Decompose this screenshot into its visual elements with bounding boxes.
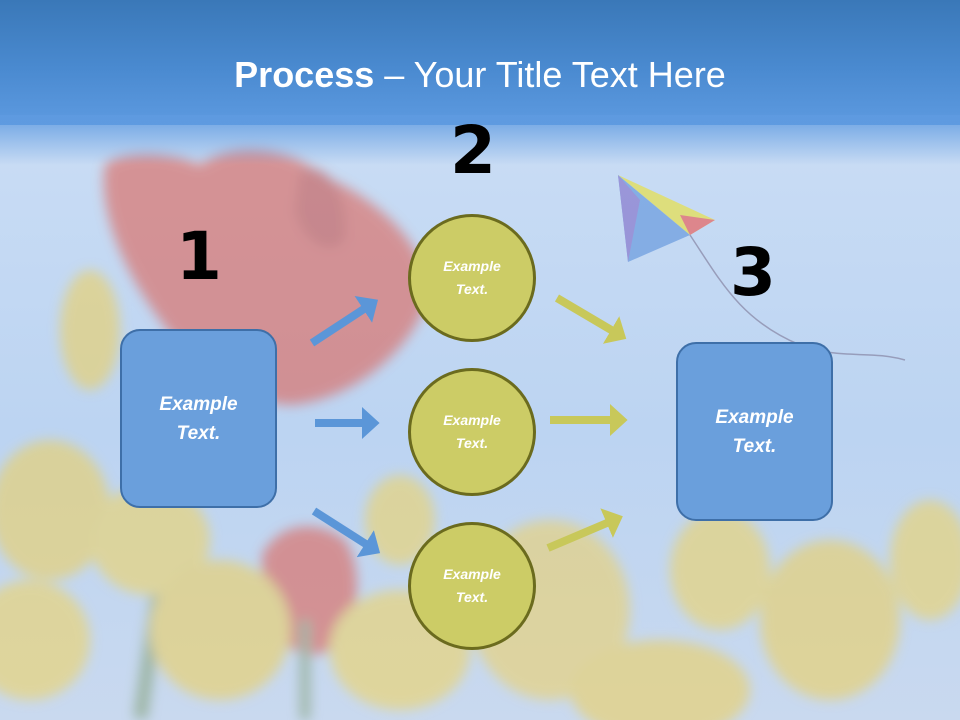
- circle-middle-text: Example Text.: [443, 412, 501, 451]
- circle-top-text: Example Text.: [443, 258, 501, 297]
- arrow-down-right-blue: [311, 507, 381, 558]
- left-box-text: Example Text.: [159, 393, 238, 444]
- title-rest: – Your Title Text Here: [374, 54, 726, 95]
- step-number-2: 2: [450, 112, 496, 189]
- circle-bottom: Example Text.: [408, 522, 536, 650]
- title-bar: [0, 0, 960, 125]
- arrow-up-right-blue: [309, 296, 379, 347]
- step-number-3: 3: [730, 234, 776, 311]
- step-number-1: 1: [176, 218, 222, 295]
- title-bold: Process: [234, 54, 375, 95]
- page-title: Process – Your Title Text Here: [0, 52, 960, 98]
- arrow-down-right-olive: [554, 294, 627, 344]
- circle-top: Example Text.: [408, 214, 536, 342]
- title-fade: [0, 115, 960, 165]
- right-box-text: Example Text.: [715, 406, 794, 457]
- left-box: Example Text.: [120, 329, 277, 508]
- right-box: Example Text.: [676, 342, 833, 521]
- arrow-up-right-olive: [546, 508, 623, 552]
- circle-middle: Example Text.: [408, 368, 536, 496]
- circle-bottom-text: Example Text.: [443, 566, 501, 605]
